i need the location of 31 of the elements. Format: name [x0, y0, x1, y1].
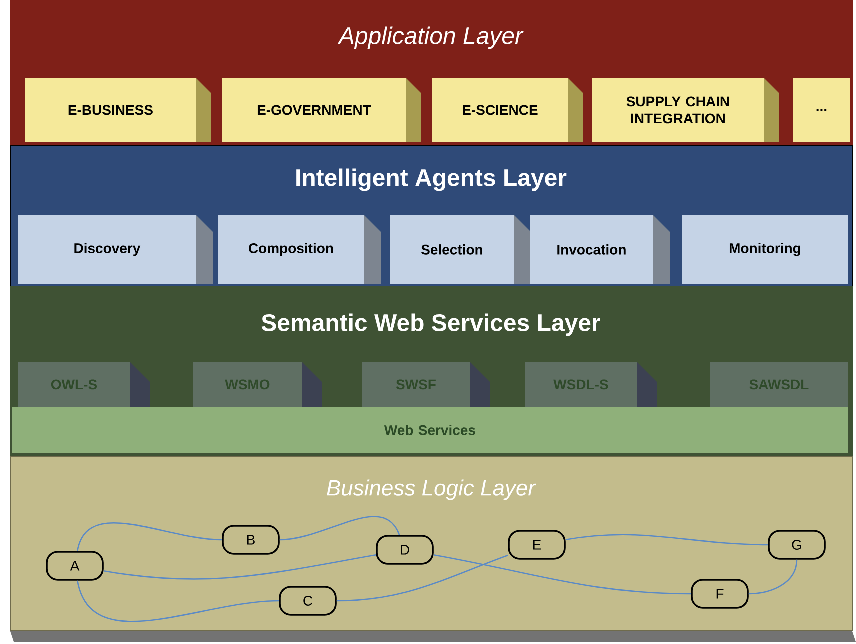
connector: [336, 554, 508, 602]
rounded-node: E: [508, 530, 566, 560]
process-block: OWL-S: [18, 362, 150, 408]
connector: [566, 534, 768, 546]
process-block: E-SCIENCE: [432, 78, 583, 142]
connector: [434, 554, 692, 595]
rounded-node: B: [222, 525, 280, 555]
connector: [280, 516, 400, 541]
rounded-node: C: [279, 586, 337, 616]
process-block: E-BUSINESS: [25, 78, 211, 142]
rounded-node: D: [376, 535, 434, 565]
process-block: WSMO: [193, 362, 322, 408]
process-block: Composition: [218, 215, 381, 284]
process-block: Monitoring: [682, 215, 848, 284]
rounded-node: G: [768, 530, 826, 560]
process-block: E-GOVERNMENT: [222, 78, 421, 142]
process-block: WSDL-S: [525, 362, 657, 408]
process-block: SAWSDL: [710, 362, 848, 408]
process-block: SWSF: [362, 362, 490, 408]
rounded-node: A: [46, 551, 104, 581]
process-block: Discovery: [18, 215, 213, 284]
process-block: Invocation: [530, 215, 670, 284]
connector: [748, 560, 798, 595]
process-block: SUPPLY CHAIN INTEGRATION: [592, 78, 779, 142]
rounded-node: F: [691, 579, 749, 609]
layer-bar: Web Services: [12, 407, 848, 454]
process-block: Selection: [390, 215, 531, 284]
connector: [104, 554, 376, 580]
connector: [77, 522, 222, 552]
process-block: ...: [793, 78, 850, 142]
connector: [77, 580, 280, 622]
